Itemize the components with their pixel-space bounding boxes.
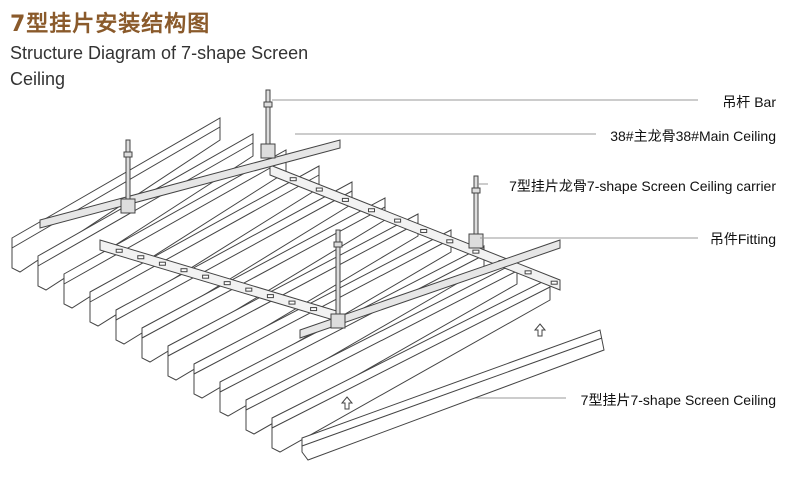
label-bar: 吊杆 Bar <box>722 94 776 110</box>
carrier-slot <box>472 249 480 254</box>
bar-nut <box>123 151 133 158</box>
screen-panel-fold <box>115 190 353 321</box>
screen-panel <box>37 133 254 291</box>
screen-panel-fold <box>141 206 386 339</box>
label-carrier: 7型挂片龙骨7-shape Screen Ceiling carrier <box>509 178 776 194</box>
carrier-slot <box>266 294 274 299</box>
screen-panel-fold <box>245 270 518 411</box>
carrier-slot <box>524 270 532 275</box>
screen-panel <box>115 181 353 345</box>
suspension-bar <box>265 89 271 151</box>
screen-panel-fold <box>37 142 254 267</box>
screen-panel <box>271 277 551 453</box>
screen-panel-fold <box>89 174 320 303</box>
suspension-bar <box>125 139 131 206</box>
carrier-slot <box>420 228 428 233</box>
screen-panel-fold <box>271 286 551 429</box>
screen-panels <box>11 117 551 453</box>
up-arrow <box>340 396 354 410</box>
label-leaders <box>272 99 698 399</box>
label-screen-ceiling: 7型挂片7-shape Screen Ceiling <box>580 392 776 408</box>
screen-panel-fold <box>11 126 221 249</box>
screen-panel-fold <box>167 222 419 357</box>
carrier-slot <box>180 268 188 273</box>
carrier-slot <box>394 218 402 223</box>
install-arrows <box>340 323 547 410</box>
up-arrow <box>533 323 547 337</box>
carrier-slot <box>368 208 375 213</box>
carrier-slot <box>446 239 454 244</box>
fitting <box>330 313 346 329</box>
fitting <box>120 198 136 214</box>
carrier-slot <box>202 274 210 279</box>
main-ceiling-bar <box>39 139 341 229</box>
loose-screen-panel <box>301 329 605 461</box>
bar-nut <box>263 101 273 108</box>
carrier-slot <box>223 281 231 286</box>
fitting <box>468 233 484 249</box>
screen-panel <box>89 165 320 327</box>
main-ceiling-bars <box>39 139 561 339</box>
carrier-slot <box>315 187 323 192</box>
label-fitting: 吊件Fitting <box>709 231 776 247</box>
screen-panel-fold <box>219 254 485 393</box>
suspension-bars <box>120 89 484 329</box>
fitting <box>260 143 276 159</box>
main-ceiling-bar <box>299 239 561 339</box>
carrier-rail <box>269 164 561 291</box>
screen-panel-fold <box>63 158 287 285</box>
carrier-slot <box>289 177 297 182</box>
loose-panel <box>301 329 605 461</box>
bar-nut <box>333 241 343 248</box>
carrier-slot <box>158 261 166 266</box>
screen-panel <box>219 245 485 417</box>
screen-panel <box>245 261 518 435</box>
carrier-slot <box>288 300 296 305</box>
bar-nut <box>471 187 481 194</box>
carrier-slot <box>137 255 145 260</box>
label-main-ceiling: 38#主龙骨38#Main Ceiling <box>610 128 776 144</box>
carrier-slot <box>310 307 318 312</box>
diagram-title-en: Structure Diagram of 7-shape Screen Ceil… <box>10 43 309 89</box>
carrier-slot <box>245 287 253 292</box>
carrier-slot <box>341 197 349 202</box>
loose-panel-fold <box>301 337 603 447</box>
carrier-slot <box>550 280 558 285</box>
suspension-bar <box>473 175 479 241</box>
diagram-title-cn: 7型挂片安装结构图 <box>10 12 211 37</box>
carrier-slot <box>115 248 123 253</box>
